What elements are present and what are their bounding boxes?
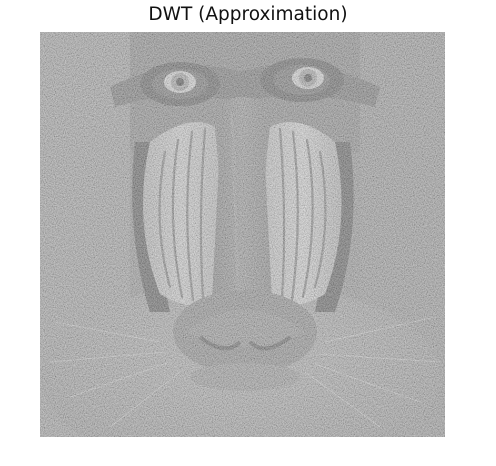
dwt-approximation-image <box>40 32 445 437</box>
figure-title: DWT (Approximation) <box>148 4 348 25</box>
mandrill-face-drawing <box>40 32 445 437</box>
